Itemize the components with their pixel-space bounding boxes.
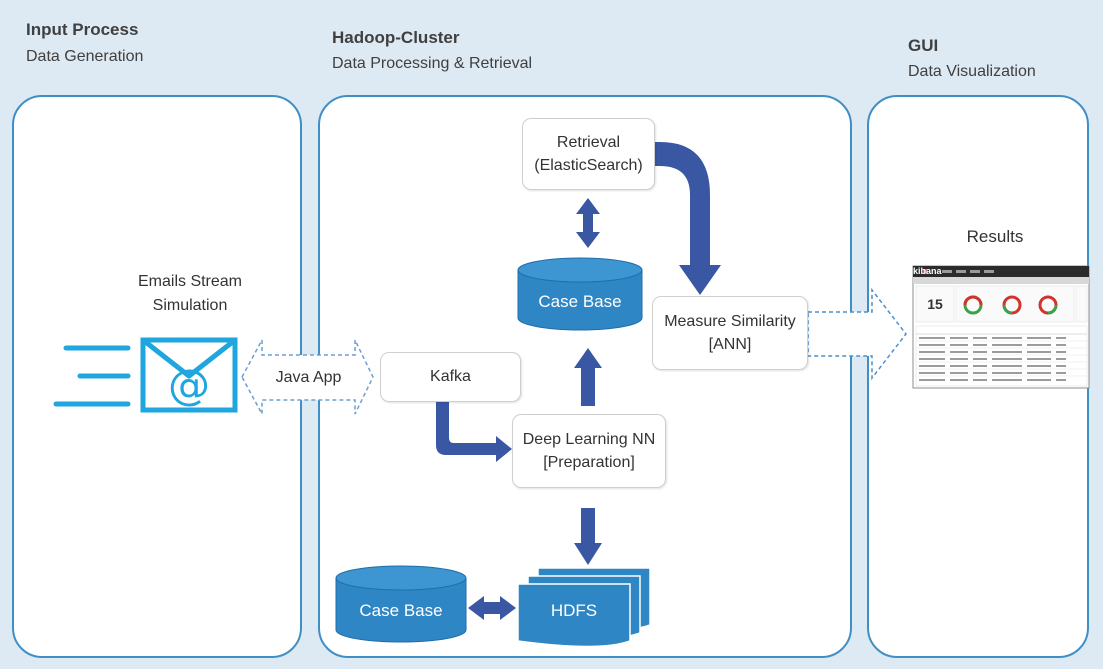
hdfs-document-stack [517, 567, 651, 648]
case-base-bottom-label: Case Base [359, 601, 443, 620]
dl-to-case-base-arrow [574, 348, 602, 406]
retrieval-label-line1: Retrieval [556, 133, 621, 151]
input-process-title: Input Process [26, 20, 139, 39]
hadoop-cluster-title: Hadoop-Cluster [332, 28, 460, 47]
svg-text:@: @ [168, 360, 210, 409]
emails-stream-label-line1: Emails Stream [137, 273, 243, 290]
java-app-label: Java App [275, 369, 342, 386]
input-process-subtitle: Data Generation [26, 48, 144, 65]
measure-similarity-line1: Measure Similarity [664, 312, 796, 330]
retrieval-case-base-double-arrow [576, 198, 600, 248]
case-base-bottom-cylinder [335, 565, 467, 643]
hdfs-label: HDFS [550, 601, 598, 620]
case-base-top-cylinder [517, 257, 643, 331]
retrieval-box: Retrieval (ElasticSearch) [522, 118, 655, 190]
kafka-to-dl-arrow [436, 400, 512, 462]
case-base-hdfs-double-arrow [468, 596, 516, 620]
retrieval-to-measure-arrow [655, 142, 721, 295]
java-app-double-arrow [241, 339, 374, 415]
kafka-box: Kafka [380, 352, 521, 402]
deep-learning-line2: [Preparation] [543, 454, 635, 471]
case-base-top-label: Case Base [538, 292, 622, 311]
dl-to-hdfs-arrow [574, 508, 602, 565]
deep-learning-line1: Deep Learning NN [522, 430, 656, 448]
retrieval-label-line2: (ElasticSearch) [534, 157, 643, 174]
measure-similarity-line2: [ANN] [708, 336, 752, 353]
hadoop-cluster-subtitle: Data Processing & Retrieval [332, 55, 533, 72]
emails-stream-label: Emails Stream Simulation [100, 270, 280, 318]
measure-similarity-box: Measure Similarity [ANN] [652, 296, 808, 370]
results-label: Results [966, 227, 1024, 246]
email-icon: @ [53, 337, 238, 413]
kibana-metric-value: 15 [927, 296, 943, 312]
kibana-dashboard-thumbnail [912, 265, 1090, 389]
gui-subtitle: Data Visualization [908, 63, 1036, 80]
deep-learning-box: Deep Learning NN [Preparation] [512, 414, 666, 488]
measure-to-results-arrow [807, 287, 907, 381]
emails-stream-label-line2: Simulation [152, 297, 228, 314]
gui-title: GUI [908, 36, 939, 55]
kibana-logo: kibana [913, 266, 942, 276]
